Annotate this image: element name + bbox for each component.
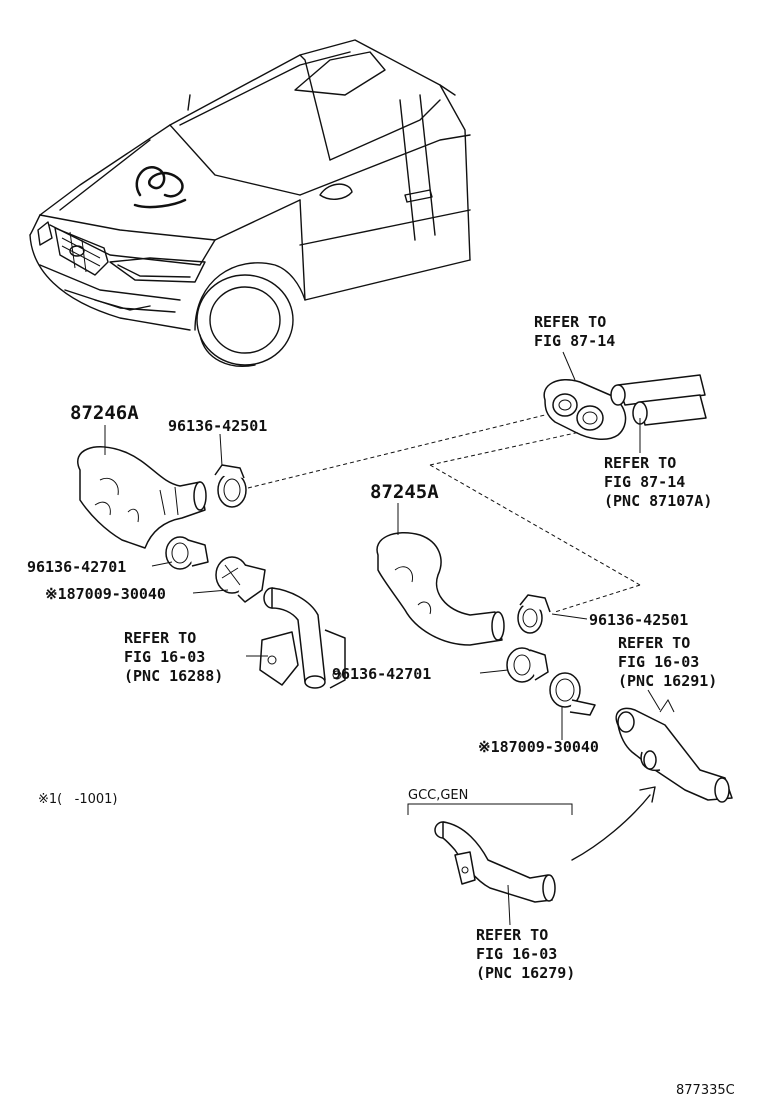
leader-lines [104, 351, 661, 926]
water-pipe-alternate [434, 821, 556, 903]
label-refer-bottom-3: (PNC 16279) [476, 964, 575, 982]
clamp-upper-left [214, 464, 247, 508]
label-gcc-gen: GCC,GEN [408, 788, 468, 803]
clamp-lower-right [506, 647, 549, 683]
label-refer-left-3: (PNC 16288) [124, 667, 223, 685]
dash-line-2 [429, 431, 581, 466]
footnote: ※1( -1001) [38, 792, 117, 807]
heater-pipes [610, 374, 707, 426]
label-clip-left: ※187009-30040 [45, 585, 166, 603]
label-clip-right: ※187009-30040 [478, 738, 599, 756]
clamp-upper-right [517, 594, 551, 634]
label-refer-right-3: (PNC 16291) [618, 672, 717, 690]
pipe-bracket-left [259, 587, 346, 689]
clip-right [549, 672, 596, 716]
hose-87245a [376, 531, 505, 646]
dash-line-1 [247, 414, 546, 489]
label-refer-pipe-1: REFER TO [604, 454, 676, 472]
label-clamp-upper-left: 96136-42501 [168, 417, 267, 435]
grommet [543, 379, 627, 440]
label-refer-right-1: REFER TO [618, 634, 690, 652]
label-refer-right-2: FIG 16-03 [618, 653, 699, 671]
label-refer-bottom-2: FIG 16-03 [476, 945, 557, 963]
diagram-code: 877335C [676, 1083, 735, 1098]
car-illustration [29, 39, 471, 367]
label-refer-top-1: REFER TO [534, 313, 606, 331]
dash-line-3 [429, 464, 641, 586]
curved-arrow [571, 794, 651, 861]
label-87245a: 87245A [370, 481, 439, 503]
label-refer-pipe-2: FIG 87-14 [604, 473, 685, 491]
label-refer-left-1: REFER TO [124, 629, 196, 647]
label-refer-top-2: FIG 87-14 [534, 332, 615, 350]
label-refer-bottom-1: REFER TO [476, 926, 548, 944]
gcc-gen-bracket [407, 803, 573, 815]
curved-arrow-head [639, 786, 656, 803]
label-clamp-lower-left: 96136-42701 [27, 558, 126, 576]
label-clamp-lower-right: 96136-42701 [332, 665, 431, 683]
water-pipe-right [615, 699, 733, 803]
label-clamp-upper-right: 96136-42501 [589, 611, 688, 629]
hose-87246a [77, 446, 207, 549]
label-refer-pipe-3: (PNC 87107A) [604, 492, 712, 510]
label-refer-left-2: FIG 16-03 [124, 648, 205, 666]
label-87246a: 87246A [70, 402, 139, 424]
clamp-lower-left [165, 536, 209, 570]
clip-left [215, 556, 266, 603]
dash-line-4 [554, 584, 641, 613]
